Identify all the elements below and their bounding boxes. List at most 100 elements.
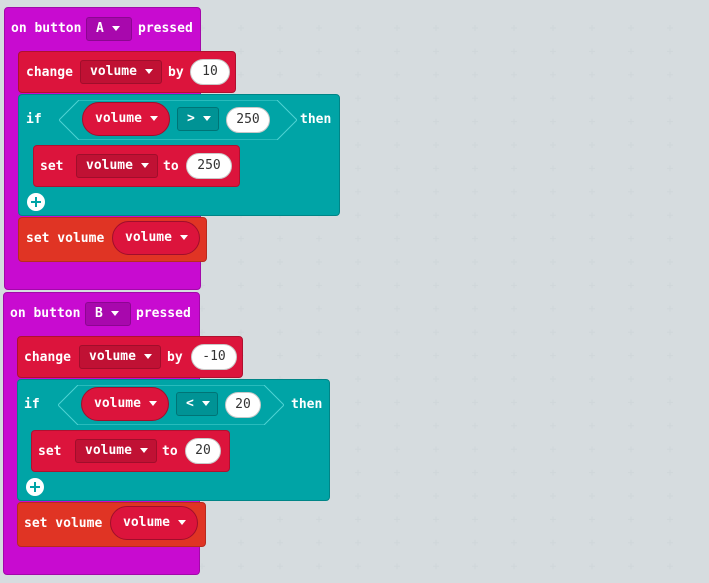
grid-cross: [511, 95, 517, 102]
grid-cross: [433, 212, 439, 219]
grid-cross: [667, 142, 673, 148]
grid-cross: [394, 352, 400, 359]
set-value-field[interactable]: 250: [186, 153, 232, 179]
variable-dropdown[interactable]: volume: [76, 154, 158, 178]
grid-cross: [472, 212, 478, 219]
variable-dropdown[interactable]: volume: [79, 345, 161, 369]
button-b-dropdown[interactable]: B: [85, 302, 131, 326]
change-amount-field[interactable]: -10: [191, 344, 237, 370]
by-label: by: [168, 65, 184, 80]
grid-cross: [628, 469, 634, 476]
grid-cross: [667, 71, 673, 78]
grid-cross: [277, 563, 283, 570]
change-amount-field[interactable]: 10: [190, 59, 230, 85]
grid-cross: [628, 493, 634, 499]
grid-cross: [472, 469, 478, 476]
grid-cross: [511, 399, 517, 406]
grid-cross: [628, 446, 634, 453]
grid-cross: [511, 493, 517, 499]
grid-cross: [667, 539, 673, 546]
grid-cross: [433, 305, 439, 312]
grid-cross: [511, 235, 517, 242]
grid-cross: [394, 516, 400, 523]
grid-cross: [628, 142, 634, 148]
grid-cross: [238, 235, 244, 242]
grid-cross: [550, 142, 556, 148]
grid-cross: [511, 48, 517, 55]
grid-cross: [355, 516, 361, 523]
then-label: then: [291, 397, 323, 412]
variable-dropdown[interactable]: volume: [80, 60, 162, 84]
grid-cross: [472, 118, 478, 125]
grid-cross: [433, 329, 439, 336]
grid-cross: [355, 282, 361, 289]
on-button-label: on button: [10, 306, 81, 321]
button-a-dropdown[interactable]: A: [86, 17, 132, 41]
grid-cross: [472, 493, 478, 499]
if-label: if: [26, 112, 42, 127]
grid-cross: [277, 25, 283, 31]
grid-cross: [550, 539, 556, 546]
grid-cross: [394, 71, 400, 78]
operator-dropdown[interactable]: <: [176, 392, 218, 416]
grid-cross: [511, 539, 517, 546]
grid-cross: [433, 469, 439, 476]
grid-cross: [433, 539, 439, 546]
grid-cross: [433, 399, 439, 406]
grid-cross: [550, 446, 556, 453]
grid-cross: [277, 282, 283, 289]
grid-cross: [511, 212, 517, 219]
grid-cross: [511, 305, 517, 312]
grid-cross: [316, 329, 322, 336]
grid-cross: [433, 376, 439, 382]
set-volume-label: set volume: [26, 231, 105, 246]
grid-cross: [277, 516, 283, 523]
grid-cross: [238, 516, 244, 523]
grid-cross: [628, 25, 634, 31]
grid-cross: [472, 71, 478, 78]
grid-cross: [433, 235, 439, 242]
grid-cross: [355, 563, 361, 570]
grid-cross: [433, 188, 439, 195]
plus-circle-icon[interactable]: [27, 193, 45, 211]
grid-cross: [316, 259, 322, 265]
grid-cross: [238, 329, 244, 336]
grid-cross: [667, 95, 673, 102]
compare-value-field[interactable]: 20: [225, 392, 261, 418]
pressed-label: pressed: [138, 21, 193, 36]
grid-cross: [472, 539, 478, 546]
grid-cross: [589, 71, 595, 78]
caret-down-icon: [148, 401, 157, 406]
grid-cross: [355, 212, 361, 219]
grid-cross: [316, 282, 322, 289]
caret-down-icon: [149, 116, 158, 121]
variable-reporter[interactable]: volume: [110, 506, 198, 540]
grid-cross: [433, 142, 439, 148]
variable-dropdown[interactable]: volume: [75, 439, 157, 463]
grid-cross: [394, 399, 400, 406]
set-label: set: [40, 159, 64, 174]
grid-cross: [667, 48, 673, 55]
grid-cross: [394, 493, 400, 499]
operator-dropdown[interactable]: >: [177, 107, 219, 131]
grid-cross: [316, 235, 322, 242]
grid-cross: [472, 188, 478, 195]
grid-cross: [277, 235, 283, 242]
variable-reporter[interactable]: volume: [112, 221, 200, 255]
grid-cross: [355, 118, 361, 125]
variable-reporter[interactable]: volume: [81, 387, 169, 421]
grid-cross: [511, 563, 517, 570]
plus-circle-icon[interactable]: [26, 478, 44, 496]
grid-cross: [472, 352, 478, 359]
grid-cross: [355, 305, 361, 312]
grid-cross: [355, 188, 361, 195]
grid-cross: [589, 142, 595, 148]
variable-reporter[interactable]: volume: [82, 102, 170, 136]
grid-cross: [472, 399, 478, 406]
caret-down-icon: [143, 354, 152, 359]
grid-cross: [394, 259, 400, 265]
grid-cross: [394, 422, 400, 429]
compare-value-field[interactable]: 250: [226, 107, 270, 133]
set-value-field[interactable]: 20: [185, 438, 221, 464]
grid-cross: [238, 25, 244, 31]
